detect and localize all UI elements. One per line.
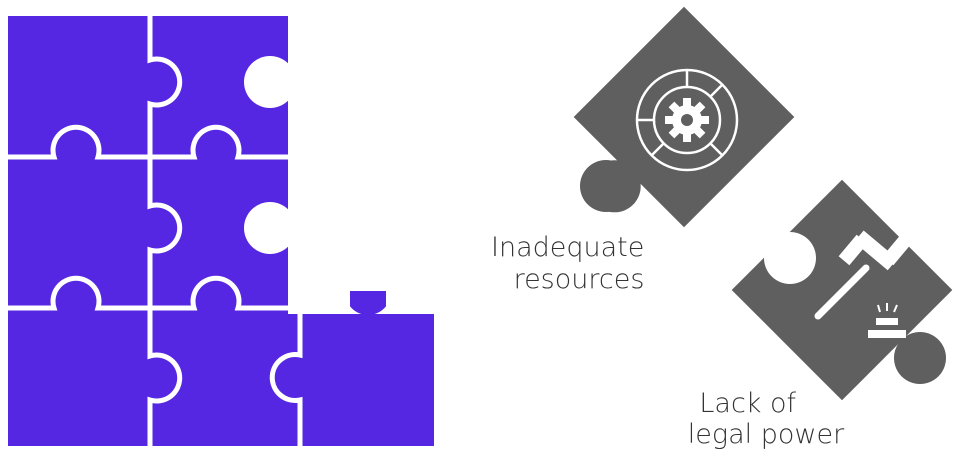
puzzle-socket-r1 [244,56,296,108]
puzzle-tab-r3-v [153,355,199,401]
puzzle-gap-horizontal-2 [8,275,300,311]
purple-puzzle-fill [8,16,434,446]
gear-icon-hub [681,114,693,126]
gavel-icon-handle [814,264,870,320]
purple-puzzle-group [8,0,446,451]
puzzle-edge-sockets [244,0,446,314]
puzzle-socket-r2 [244,202,296,254]
gear-icon-ring-divider-2 [709,84,723,98]
puzzle-piece-r3c3 [300,314,434,446]
gear-icon [635,68,739,172]
puzzle-gap-vertical-1 [147,16,183,451]
gavel-icon-cap-right [882,234,912,266]
gavel-icon-spark-3 [893,304,898,313]
gear-icon-ring-divider-3 [709,142,723,156]
gavel-icon-block-top [876,318,898,325]
puzzle-cutout-top-band-2 [386,0,446,314]
label-inadequate-resources-line1: Inadequate [491,232,644,263]
label-lack-of-legal-power: Lack of legal power [688,388,845,450]
gray-piece-resources-knob [580,160,632,212]
puzzle-tab-c2-h1 [193,110,239,156]
puzzle-cutout-right-strip [288,0,300,314]
gavel-icon-block-base [868,330,906,338]
puzzle-gap-vertical-2 [269,314,303,451]
gear-icon-ring-divider-4 [651,142,665,156]
gray-piece-resources [573,6,795,228]
puzzle-tab-r2-v [153,205,199,251]
gray-piece-legal-knob [894,332,946,384]
label-inadequate-resources-line2: resources [514,264,645,295]
gavel-icon [814,230,912,338]
purple-puzzle-gaps [8,16,303,451]
puzzle-tab-c2-h2 [193,259,239,305]
label-lack-of-legal-power-line1: Lack of [699,388,796,419]
gavel-icon-cap-left [838,234,868,266]
gray-piece-legal-socket [764,232,816,284]
puzzle-piece-r3c1 [8,308,150,446]
puzzle-tab-c1-h1 [53,110,99,156]
puzzle-tab-c1-h2 [53,259,99,305]
gavel-icon-spark-1 [877,304,881,313]
puzzle-cutout-top-band [300,0,350,314]
label-lack-of-legal-power-line2: legal power [688,419,845,450]
puzzle-gap-horizontal-1 [8,124,288,160]
gavel-icon-head [854,230,898,271]
puzzle-tab-r1-v [153,59,199,105]
label-inadequate-resources: Inadequate resources [491,232,653,295]
